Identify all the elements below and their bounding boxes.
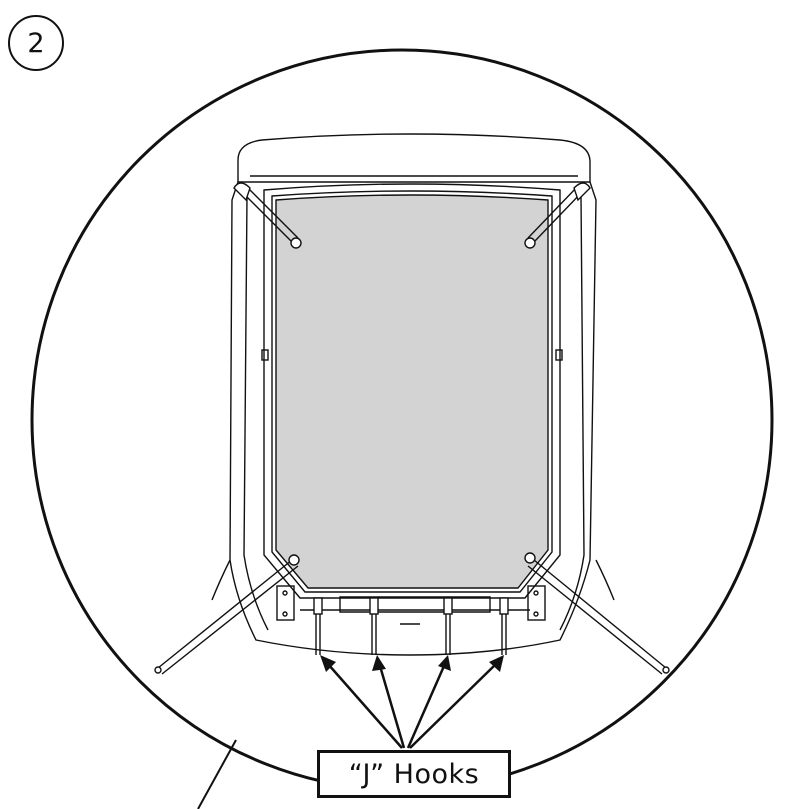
lower-left-strap	[154, 554, 300, 675]
detail-leader-line	[197, 739, 237, 809]
j-hook-4	[499, 597, 509, 655]
cab-body	[211, 133, 615, 656]
step-number-badge: 2	[8, 15, 64, 71]
window-frame-inner	[271, 190, 553, 593]
screen-panel	[275, 194, 549, 589]
window-frame-outer	[263, 183, 561, 599]
j-hooks-callout: “J” Hooks	[317, 750, 511, 798]
hook-arrow-3	[406, 655, 451, 749]
step-number: 2	[27, 27, 45, 59]
j-hook-1	[313, 597, 323, 655]
j-hook-2	[369, 597, 379, 655]
lower-right-strap	[524, 552, 670, 675]
j-hook-3	[443, 597, 453, 655]
callout-label: “J” Hooks	[348, 758, 480, 790]
upper-left-strap	[233, 182, 302, 249]
hook-arrow-2	[372, 655, 406, 749]
hook-arrow-4	[409, 655, 504, 749]
upper-right-strap	[524, 182, 591, 249]
hook-arrow-1	[320, 655, 403, 749]
